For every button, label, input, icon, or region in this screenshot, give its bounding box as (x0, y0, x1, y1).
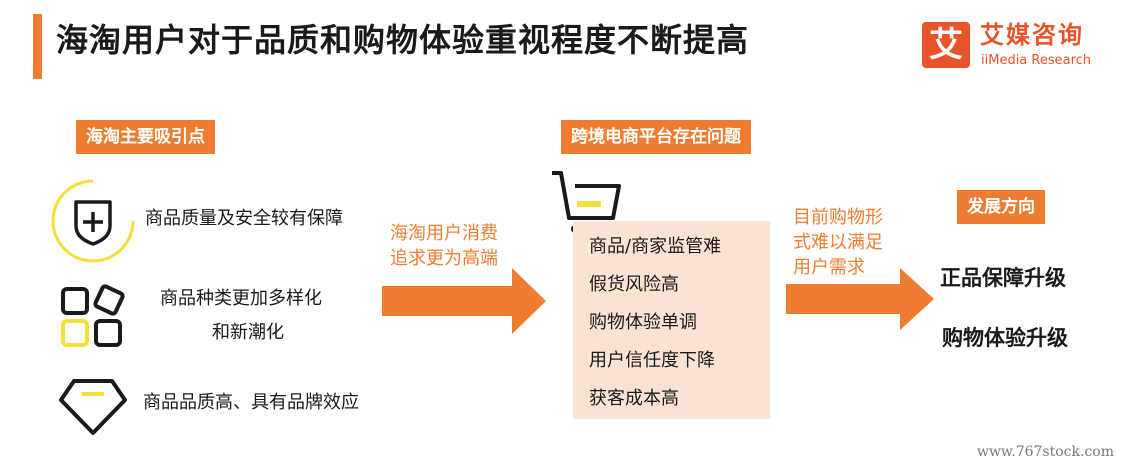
attraction-item-3: 商品品质高、具有品牌效应 (143, 392, 359, 413)
direction-item-1: 正品保障升级 (940, 266, 1066, 290)
problems-box: 商品/商家监管难 假货风险高 购物体验单调 用户信任度下降 获客成本高 (573, 221, 770, 419)
shield-plus-icon (51, 179, 135, 263)
problem-item-4: 用户信任度下降 (589, 350, 715, 371)
problem-item-2: 假货风险高 (589, 274, 679, 295)
problems-tag: 跨境电商平台存在问题 (561, 120, 751, 154)
arrow2-label-line-1: 目前购物形 (793, 207, 883, 228)
attractions-tag: 海淘主要吸引点 (76, 120, 215, 154)
arrow-right-icon (382, 268, 546, 334)
attraction-item-2-line-2: 和新潮化 (212, 322, 284, 343)
direction-item-2: 购物体验升级 (942, 326, 1068, 350)
attraction-item-2-line-1: 商品种类更加多样化 (160, 288, 322, 309)
diamond-icon (59, 379, 127, 435)
problem-item-1: 商品/商家监管难 (589, 236, 722, 257)
arrow-right-icon (786, 268, 934, 330)
arrow2-label-line-3: 用户需求 (793, 257, 865, 278)
title-accent-bar (33, 14, 42, 79)
logo-mark: 艾 (922, 22, 970, 68)
problem-item-3: 购物体验单调 (589, 312, 697, 333)
arrow1-label-line-2: 追求更为高端 (390, 248, 498, 269)
arrow2-label-line-2: 式难以满足 (793, 232, 883, 253)
attraction-item-1: 商品质量及安全较有保障 (145, 208, 343, 229)
logo-name-cn: 艾媒咨询 (980, 21, 1084, 49)
arrow1-label-line-1: 海淘用户消费 (390, 223, 498, 244)
logo-name-en: iiMedia Research (981, 53, 1092, 68)
blocks-icon (61, 284, 125, 347)
directions-tag: 发展方向 (957, 190, 1045, 224)
page-title: 海淘用户对于品质和购物体验重视程度不断提高 (56, 21, 750, 59)
watermark: www.767stock.com (976, 444, 1114, 460)
problem-item-5: 获客成本高 (589, 388, 679, 409)
